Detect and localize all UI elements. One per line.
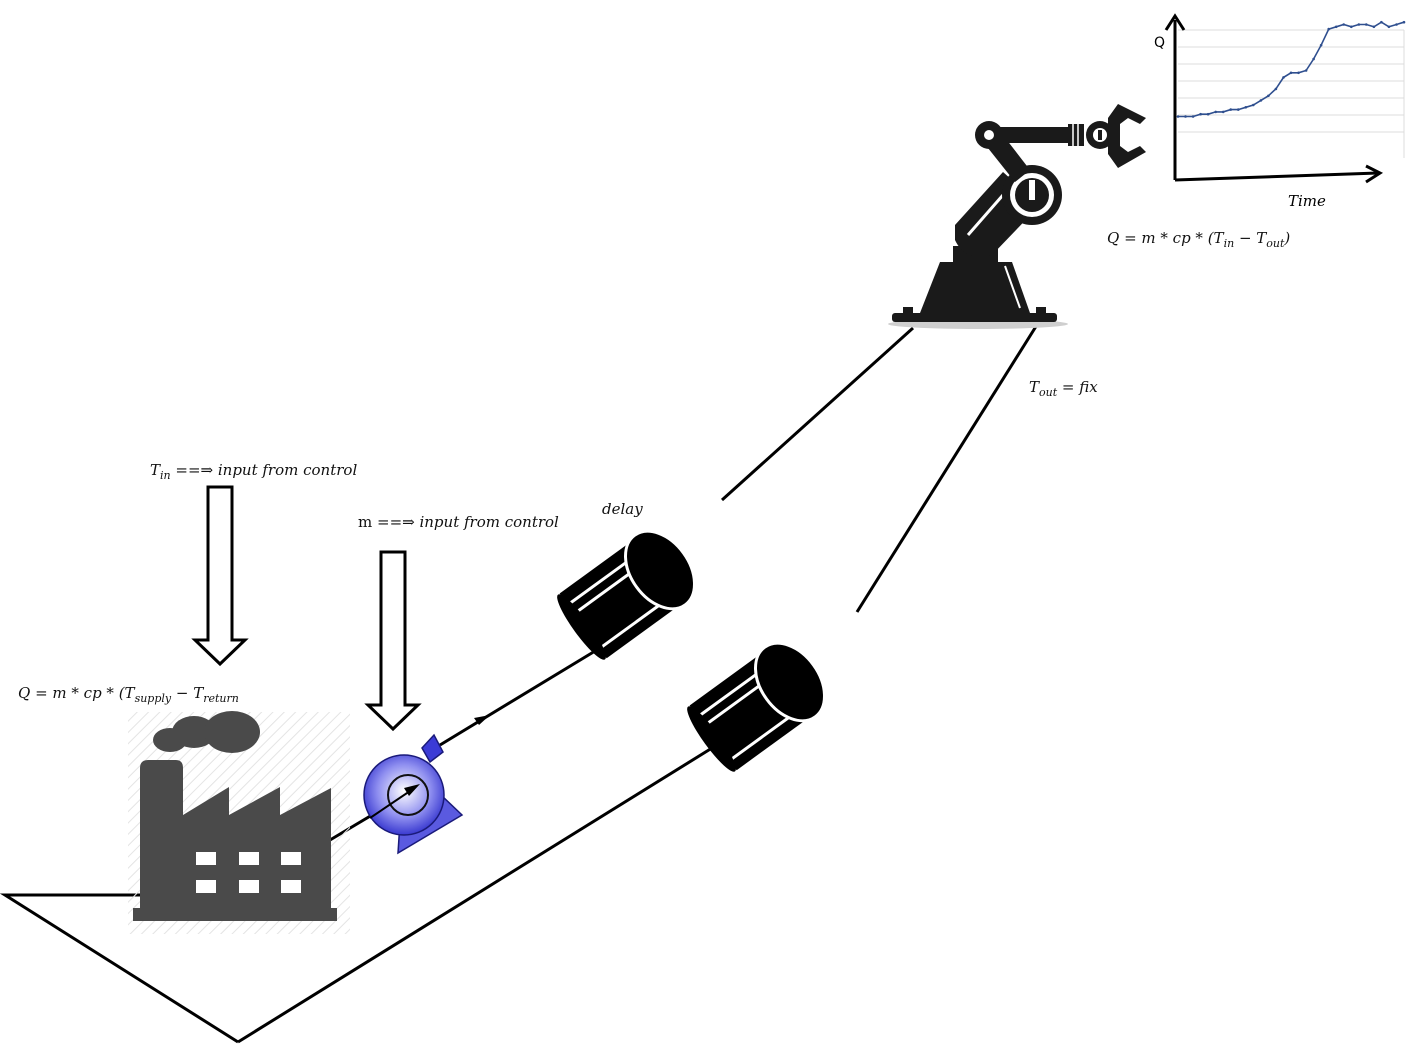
- chart-point: [1380, 20, 1383, 24]
- chart-point: [1402, 20, 1406, 24]
- chart-point: [1252, 103, 1255, 107]
- delay-label: delay: [602, 500, 643, 518]
- pipe-delay-return-icon: [687, 641, 826, 772]
- chart-series-points: [1176, 20, 1406, 118]
- chart-point: [1274, 87, 1278, 91]
- chart-series-line: [1178, 21, 1405, 118]
- chart-x-axis-arrowhead: [1365, 164, 1384, 184]
- chart-grid: [1178, 29, 1405, 158]
- chart-point: [1395, 23, 1398, 26]
- chart-point: [1214, 110, 1217, 114]
- chart-point: [1342, 23, 1345, 26]
- factory-heat-equation: Q = m * cp * (Tsupply − Treturn: [18, 684, 239, 705]
- pump-outlet: [421, 733, 444, 764]
- q-time-chart: Q Time: [1154, 13, 1406, 210]
- pump-arrow-shaft: [369, 788, 414, 819]
- chart-point: [1387, 25, 1391, 29]
- chart-point: [1365, 23, 1368, 26]
- chart-point: [1259, 99, 1263, 102]
- supply-pipe-pump-to-delay: [439, 643, 606, 747]
- pump-impeller: [387, 774, 429, 816]
- robot-forearm: [996, 127, 1071, 143]
- t-out-label: Tout = fix: [1029, 378, 1098, 399]
- chart-x-label: Time: [1288, 192, 1326, 210]
- chart-point: [1221, 110, 1225, 114]
- pump-arrow-head: [404, 784, 420, 796]
- factory-smoke: [153, 711, 260, 753]
- chart-x-axis: [1174, 171, 1379, 182]
- chart-point: [1244, 106, 1248, 109]
- t-in-label: Tin ==⇒ input from control: [150, 461, 358, 482]
- chart-point: [1312, 57, 1315, 61]
- m-input-label: m ==⇒ input from control: [358, 513, 559, 531]
- chart-point: [1267, 94, 1270, 98]
- robot-base: [920, 262, 1030, 313]
- pipe-network: [0, 319, 1042, 1044]
- chart-point: [1206, 112, 1210, 116]
- robot-gripper: [1108, 104, 1146, 168]
- pipe-delay-icon: [557, 529, 696, 660]
- chart-point: [1304, 69, 1308, 72]
- supply-pipe-delay-to-robot: [720, 326, 915, 502]
- chart-point: [1176, 115, 1180, 118]
- robot-arm-icon: [888, 104, 1146, 329]
- chart-point: [1334, 25, 1338, 29]
- chart-point: [1297, 71, 1300, 75]
- return-pipe-delay-to-bottom: [237, 746, 713, 1044]
- chart-point: [1229, 108, 1232, 111]
- chart-point: [1319, 43, 1323, 47]
- chart-point: [1282, 76, 1285, 79]
- chart-point: [1289, 71, 1293, 75]
- m-input-arrow: [364, 550, 422, 732]
- chart-point: [1199, 112, 1202, 116]
- chart-point: [1357, 23, 1361, 26]
- t-in-input-arrow: [191, 485, 249, 667]
- flow-direction-arrow: [474, 715, 490, 725]
- factory-icon: [128, 711, 350, 934]
- chart-point: [1372, 25, 1376, 29]
- chart-point: [1191, 115, 1195, 118]
- chart-point: [1184, 115, 1187, 118]
- return-pipe-bottom-loop: [0, 893, 239, 1044]
- pump-icon: [363, 733, 464, 855]
- chart-point: [1350, 25, 1353, 29]
- robot-heat-equation: Q = m * cp * (Tin − Tout): [1107, 229, 1291, 250]
- return-pipe-robot-to-delay: [855, 319, 1042, 613]
- factory-windows: [196, 852, 301, 893]
- chart-y-label: Q: [1154, 35, 1165, 51]
- chart-y-axis-arrowhead: [1164, 13, 1186, 31]
- robot-base-plate: [892, 313, 1057, 322]
- chart-point: [1237, 108, 1240, 111]
- chart-point: [1327, 27, 1330, 31]
